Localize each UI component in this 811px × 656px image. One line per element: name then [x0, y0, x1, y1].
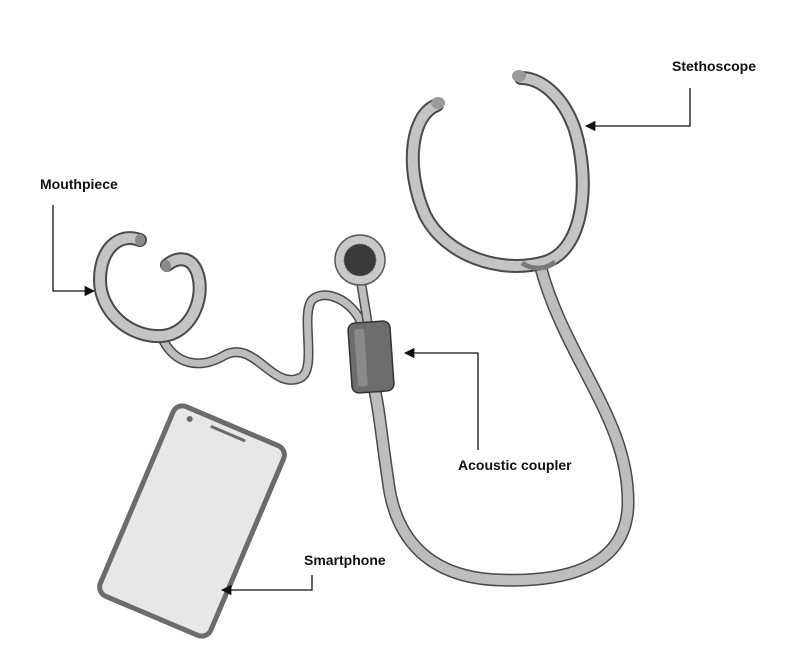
stethoscope-binaural	[405, 70, 590, 273]
smartphone	[97, 403, 287, 639]
mouthpiece-label: Mouthpiece	[40, 176, 118, 192]
chest-piece	[334, 234, 386, 330]
acoustic-coupler-arrow	[403, 347, 479, 450]
smartphone-label: Smartphone	[304, 552, 386, 568]
stethoscope-arrow	[584, 88, 691, 132]
mouthpiece-arrow	[52, 205, 96, 297]
stethoscope	[367, 70, 635, 587]
mouthpiece	[92, 231, 365, 385]
smartphone-arrow	[220, 575, 313, 596]
mouthpiece-head	[92, 231, 207, 344]
acoustic-coupler-label: Acoustic coupler	[458, 457, 572, 473]
acoustic-coupler	[347, 320, 395, 394]
stethoscope-label: Stethoscope	[672, 58, 757, 74]
mouthpiece-tube	[157, 290, 365, 385]
stethoscope-tube	[367, 258, 635, 587]
